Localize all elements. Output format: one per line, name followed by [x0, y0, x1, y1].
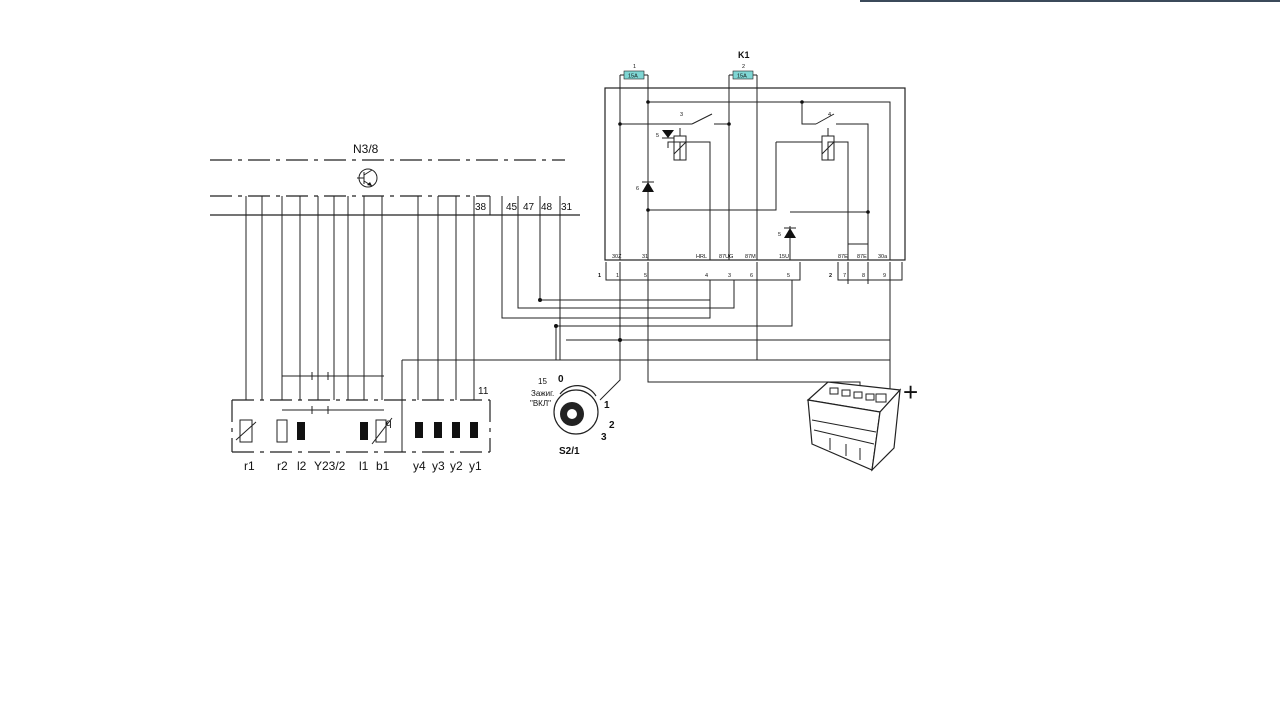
- label-y2: y2: [450, 459, 463, 473]
- ignition-caption-2: "ВКЛ": [530, 399, 551, 408]
- controller-pin-48: 48: [541, 202, 553, 213]
- connector-1: 1 30Z 31 HRL 87UG 87M 15U 1 5 4 3 6 5: [598, 254, 801, 281]
- r2-resistor-icon: [276, 419, 288, 443]
- controller-pin-38: 38: [475, 202, 487, 213]
- conn1-pin-87ug-number: 3: [728, 273, 731, 279]
- diode-5-number: 5: [656, 133, 659, 139]
- label-r2: r2: [277, 459, 288, 473]
- conn1-pin-87m: 87M: [745, 254, 756, 260]
- controller-to-relay-wires: [489, 196, 793, 360]
- y3-valve-icon: [434, 422, 442, 438]
- b1-sensor-icon: [371, 417, 393, 445]
- relay-output-wires: [566, 262, 891, 401]
- y4-valve-icon: [415, 422, 423, 438]
- label-y1: y1: [469, 459, 482, 473]
- fuse-1-rating: 15A: [628, 74, 638, 80]
- y2-valve-icon: [452, 422, 460, 438]
- battery-plus-sign: +: [903, 377, 918, 407]
- conn2-pin-87e-b: 87E: [857, 254, 867, 260]
- conn2-pin-87e-a-number: 7: [843, 273, 846, 279]
- conn1-pin-hrl: HRL: [696, 254, 707, 260]
- ignition-pos-0: 0: [558, 374, 564, 385]
- conn2-pin-30a: 30a: [878, 254, 888, 260]
- label-y23-2: Y23/2: [314, 459, 346, 473]
- controller-pin-47: 47: [523, 202, 535, 213]
- label-l1: l1: [359, 459, 369, 473]
- r1-resistor-icon: [235, 419, 257, 443]
- label-r1: r1: [244, 459, 255, 473]
- relay-4-number: 4: [828, 112, 831, 118]
- fuse-2: 2 15A: [728, 64, 758, 88]
- controller-pin-11: 11: [478, 386, 489, 397]
- connector-2-label: 2: [829, 273, 832, 279]
- conn1-pin-87m-number: 6: [750, 273, 753, 279]
- ignition-caption-1: Зажиг.: [531, 389, 554, 398]
- conn1-pin-30z: 30Z: [612, 254, 622, 260]
- conn2-pin-30a-number: 9: [883, 273, 886, 279]
- label-y3: y3: [432, 459, 445, 473]
- l1-coil-icon: [360, 422, 368, 440]
- controller-pin-31: 31: [561, 202, 573, 213]
- fuse-2-number: 2: [742, 64, 745, 70]
- conn1-pin-31: 31: [642, 254, 648, 260]
- ignition-pos-1: 1: [604, 400, 610, 411]
- transistor-icon: [357, 168, 378, 188]
- relay-box-frame: [604, 87, 906, 261]
- ignition-switch-label: S2/1: [559, 446, 580, 457]
- relay-box-title: K1: [738, 50, 750, 60]
- component-wires: [245, 196, 475, 414]
- b1-q-label: q: [386, 418, 392, 429]
- conn1-pin-15u: 15U: [779, 254, 789, 260]
- diode-5b-icon: [784, 228, 796, 238]
- conn1-pin-87ug: 87UG: [719, 254, 733, 260]
- battery-icon: [806, 381, 902, 472]
- label-l2: l2: [297, 459, 307, 473]
- ignition-switch-s2-1[interactable]: 15 Зажиг. "ВКЛ" 0 1 2 3 S2/1: [530, 374, 615, 457]
- label-b1: b1: [376, 459, 390, 473]
- controller-n3-8: N3/8 38 45 47 48 31 11: [210, 142, 580, 397]
- ignition-pos-3: 3: [601, 432, 607, 443]
- conn1-pin-30z-number: 1: [616, 273, 619, 279]
- window-top-bar: [860, 0, 1280, 2]
- diode-5-icon: [662, 130, 674, 138]
- connector-1-label: 1: [598, 273, 601, 279]
- conn1-pin-15u-number: 5: [787, 273, 790, 279]
- relay-3-coil-icon: [673, 135, 687, 161]
- conn1-pin-31-number: 5: [644, 273, 647, 279]
- relay-4-coil-icon: [821, 135, 835, 161]
- relay-3-number: 3: [680, 112, 683, 118]
- controller-title: N3/8: [353, 142, 379, 156]
- l2-coil-icon: [297, 422, 305, 440]
- fuse-1: 1 15A: [619, 64, 649, 88]
- fuse-2-rating: 15A: [737, 74, 747, 80]
- conn2-pin-87e-a: 87E: [838, 254, 848, 260]
- sensor-actuator-block: q r1 r2 l2 Y23/2 l1 b1 y4 y3 y2 y1: [231, 359, 890, 473]
- relay-box-k1: K1 1 15A 2 15A: [598, 50, 906, 340]
- ignition-switch-body: [553, 389, 599, 435]
- diode-6-number: 6: [636, 186, 639, 192]
- connector-2: 2 87E 87E 30a 7 8 9: [829, 254, 903, 340]
- ignition-pos-2: 2: [609, 420, 615, 431]
- y1-valve-icon: [470, 422, 478, 438]
- ignition-terminal-15: 15: [538, 377, 547, 386]
- conn2-pin-87e-b-number: 8: [862, 273, 865, 279]
- label-y4: y4: [413, 459, 426, 473]
- fuse-1-number: 1: [633, 64, 636, 70]
- controller-pin-45: 45: [506, 202, 518, 213]
- diode-6-icon: [642, 182, 654, 192]
- diode-5b-number: 5: [778, 232, 781, 238]
- conn1-pin-hrl-number: 4: [705, 273, 708, 279]
